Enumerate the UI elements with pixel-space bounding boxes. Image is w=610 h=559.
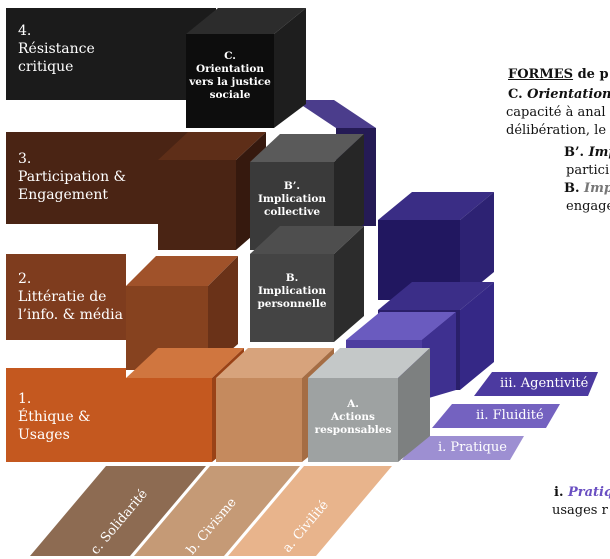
right-b-line: B. Imp [564, 180, 610, 197]
i-italic: Pratiq [568, 485, 610, 500]
level-2-label: 2. Littératie de l’info. & média [18, 270, 123, 324]
level-2-num: 2. [18, 271, 32, 287]
cube-A [308, 348, 430, 462]
level-1-band [6, 368, 126, 462]
level-3-num: 3. [18, 151, 32, 167]
level-4-num: 4. [18, 23, 32, 39]
right-b-line2: engage [566, 199, 610, 214]
heading-formes: FORMES [508, 67, 574, 82]
c-italic: Orientation [527, 87, 610, 102]
bp-bold: B’. [564, 145, 589, 160]
level-3-band [6, 132, 198, 224]
cube-C [186, 8, 306, 128]
c-bold: C. [508, 87, 528, 102]
ribbon-pratique [402, 436, 524, 460]
diag-solidarite [30, 466, 206, 556]
level-1-text: Éthique & Usages [18, 409, 91, 443]
right-i-line: i. Pratiq [554, 484, 610, 501]
level-2-text: Littératie de l’info. & média [18, 289, 123, 323]
level-4-text: Résistance critique [18, 41, 95, 75]
right-heading: FORMES de p [508, 66, 609, 83]
i-bold: i. [554, 485, 568, 500]
heading-rest: de p [573, 67, 609, 82]
purple-cube-right-top [378, 192, 494, 300]
diag-civisme [134, 466, 300, 556]
ribbon-fluidite [432, 404, 560, 428]
right-bp-line: B’. Imp [564, 144, 610, 161]
b-bold: B. [564, 181, 585, 196]
right-bp-line2: partici [566, 163, 610, 178]
ribbon-fluidite-label: ii. Fluidité [476, 408, 544, 423]
cube-Bp-label: B’. Implication collective [257, 180, 326, 218]
right-i-line2: usages r [552, 503, 608, 518]
level-1-label: 1. Éthique & Usages [18, 390, 91, 444]
right-line3: délibération, le [506, 123, 607, 138]
right-line2: capacité à anal [506, 105, 606, 120]
level-4-band [6, 8, 216, 100]
cube-B-label: B. Implication personnelle [257, 272, 327, 310]
ribbon-agentivite-label: iii. Agentivité [500, 376, 589, 391]
level-3-label: 3. Participation & Engagement [18, 150, 126, 204]
cube-B [250, 226, 364, 342]
cube-Bp [250, 134, 364, 250]
bp-italic: Imp [588, 145, 610, 160]
diag-civilite [228, 466, 392, 556]
level-1-num: 1. [18, 391, 32, 407]
level-3-text: Participation & Engagement [18, 169, 127, 203]
level-4-label: 4. Résistance critique [18, 22, 95, 76]
ribbon-pratique-label: i. Pratique [438, 440, 507, 455]
b-italic: Imp [584, 181, 610, 196]
ribbon-agentivite [474, 372, 598, 396]
level-2-band [6, 254, 126, 340]
cube-C-label: C. Orientation vers la justice sociale [189, 50, 271, 101]
right-c-line: C. Orientation [508, 86, 610, 103]
cube-A-label: A. Actions responsables [314, 398, 392, 436]
